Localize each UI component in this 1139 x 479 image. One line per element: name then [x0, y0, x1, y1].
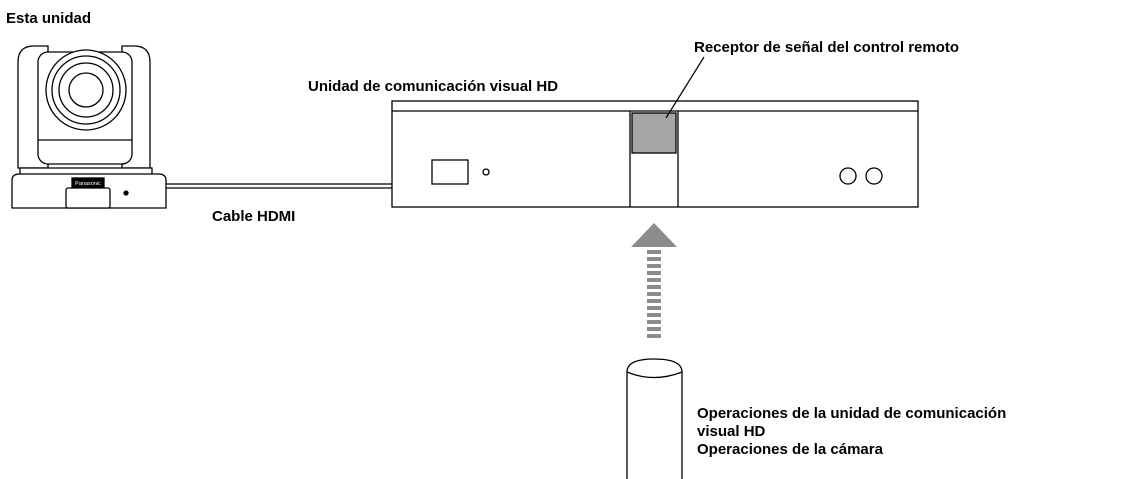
receiver-leader-line: [665, 56, 705, 119]
remote-receiver-window: [631, 112, 677, 154]
operations-text: Operaciones de la unidad de comunicación…: [697, 405, 1006, 459]
operations-line-1: Operaciones de la unidad de comunicación: [697, 405, 1007, 422]
operations-line-2: visual HD: [697, 423, 766, 440]
camera-brand-plate: [71, 177, 105, 188]
hd-unit-led: [482, 168, 490, 176]
hd-unit-button-right: [865, 167, 883, 185]
hd-unit-label: Unidad de comunicación visual HD: [308, 78, 559, 95]
receiver-label: Receptor de señal del control remoto: [694, 39, 960, 56]
hd-unit: [391, 100, 919, 208]
ptz-camera: Panasonic: [11, 45, 167, 209]
camera-label: Esta unidad: [6, 10, 92, 27]
camera-lens-core: [68, 72, 104, 108]
ir-signal-arrow: [631, 223, 677, 338]
camera-status-led: [123, 190, 129, 196]
camera-brand-text: Panasonic: [75, 181, 101, 187]
remote-control: [626, 358, 683, 479]
camera-base-foot: [65, 187, 111, 209]
hd-unit-display: [431, 159, 469, 185]
hdmi-cable-label: Cable HDMI: [212, 208, 296, 225]
hd-unit-button-left: [839, 167, 857, 185]
hdmi-cable: [166, 183, 392, 189]
remote-control-body: [626, 358, 683, 479]
operations-line-3: Operaciones de la cámara: [697, 441, 883, 458]
ir-arrow-head: [631, 223, 677, 247]
